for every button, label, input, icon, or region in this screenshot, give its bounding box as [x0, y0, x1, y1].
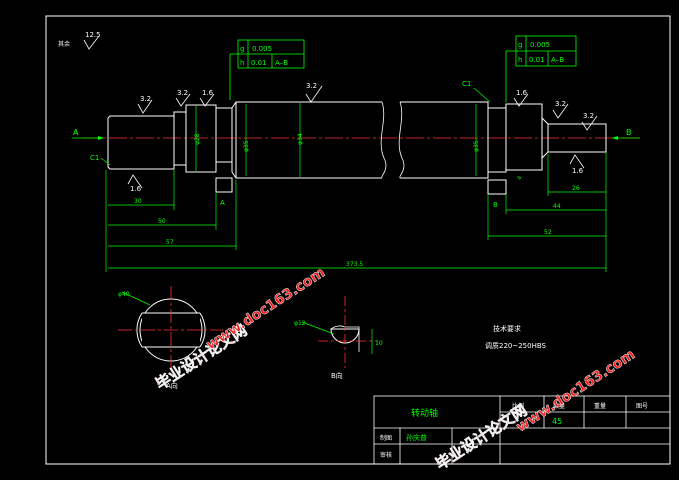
- tol-left-val1: 0.005: [252, 45, 272, 53]
- title-drawn-label: 制图: [380, 434, 392, 442]
- requirements-title: 技术要求: [493, 324, 521, 333]
- tol-left-ref2: A–B: [275, 59, 288, 67]
- title-qty-label: 数量: [553, 402, 565, 410]
- watermarks: 毕业设计论文网 www.doc163.com 毕业设计论文网 www.doc16…: [152, 264, 638, 473]
- tol-right-val2: 0.01: [529, 56, 545, 64]
- section-b-label: B向: [331, 371, 343, 380]
- dim-26: 26: [572, 185, 580, 192]
- section-a-label: A向: [166, 381, 178, 390]
- roughness-8: 3.2: [583, 112, 594, 120]
- roughness-2: 3.2: [177, 89, 188, 97]
- roughness-6: 1.6: [516, 89, 528, 97]
- title-weight-label: 重量: [594, 402, 606, 410]
- tol-left-sym2: h: [240, 59, 244, 67]
- title-material-value: 45: [552, 417, 562, 426]
- break-line-right: [398, 101, 405, 179]
- watermark-url-1: www.doc163.com: [203, 265, 328, 354]
- title-block: [373, 395, 671, 465]
- dim-phi34: φ34: [297, 133, 304, 145]
- dim-44: 44: [553, 203, 561, 210]
- tol-right-val1: 0.005: [530, 41, 550, 49]
- drawing-frame: [45, 15, 671, 465]
- chamfer-right-leader: [473, 87, 491, 103]
- roughness-symbol-icon: [83, 35, 100, 50]
- dim-373-5: 373.5: [346, 261, 363, 268]
- datum-a: A: [220, 199, 225, 207]
- dim-phi35: φ35: [243, 140, 250, 152]
- watermark-url-2: www.doc163.com: [513, 347, 638, 436]
- length-dims: [105, 152, 607, 272]
- corner-roughness-text: 12.5: [85, 31, 101, 39]
- dim-r8: 8: [517, 175, 524, 181]
- title-drawing-no-label: 图号: [636, 403, 648, 410]
- roughness-1: 3.2: [140, 95, 151, 103]
- view-b-arrow-label: B: [626, 128, 632, 137]
- datum-b: B: [493, 201, 498, 209]
- arrow-head-icon: [612, 136, 618, 140]
- dim-phi12: φ12: [294, 320, 306, 327]
- view-a-arrow-label: A: [73, 128, 79, 137]
- arrow-head-icon: [98, 136, 104, 140]
- tol-right-ref2: A–B: [551, 56, 564, 64]
- dim-50: 50: [158, 218, 166, 225]
- tol-right-sym1: g: [518, 41, 522, 49]
- tolerance-frame-left: [229, 39, 305, 100]
- roughness-3: 1.6: [202, 89, 214, 97]
- roughness-9: 1.6: [572, 167, 584, 175]
- section-a-view: [118, 286, 226, 372]
- tolerance-frame-right: [505, 35, 577, 102]
- corner-finish-text: 其余: [58, 40, 70, 48]
- break-line-left: [380, 101, 387, 179]
- chamfer-right: C1: [462, 80, 471, 88]
- section-b-view: [301, 296, 378, 368]
- watermark-cn-2: 毕业设计论文网: [432, 401, 530, 473]
- dim-52: 52: [544, 229, 552, 236]
- roughness-5: 1.6: [130, 185, 142, 193]
- shaft-outline: [107, 101, 607, 195]
- title-part-name: 转动轴: [411, 407, 438, 419]
- roughness-symbols: [127, 85, 598, 189]
- title-ratio-label: 比例: [512, 402, 524, 410]
- dim-phi40: φ40: [118, 291, 130, 298]
- dim-57: 57: [166, 239, 174, 246]
- dim-10: 10: [375, 340, 383, 347]
- tol-left-sym1: g: [240, 45, 244, 53]
- diameter-dims: [195, 103, 477, 177]
- roughness-7: 3.2: [555, 100, 566, 108]
- dim-phi28: φ28: [194, 133, 201, 145]
- title-drawn-value: 孙庆普: [406, 433, 427, 442]
- dim-30: 30: [134, 198, 142, 205]
- roughness-4: 3.2: [306, 82, 317, 90]
- chamfer-left: C1: [90, 154, 99, 162]
- tol-left-val2: 0.01: [251, 59, 267, 67]
- dim-phi35b: φ35: [473, 140, 480, 152]
- title-checked-label: 审核: [380, 451, 392, 459]
- tol-right-sym2: h: [518, 56, 522, 64]
- chamfer-left-leader: [100, 157, 111, 166]
- requirements-text: 调质220~250HBS: [485, 341, 547, 350]
